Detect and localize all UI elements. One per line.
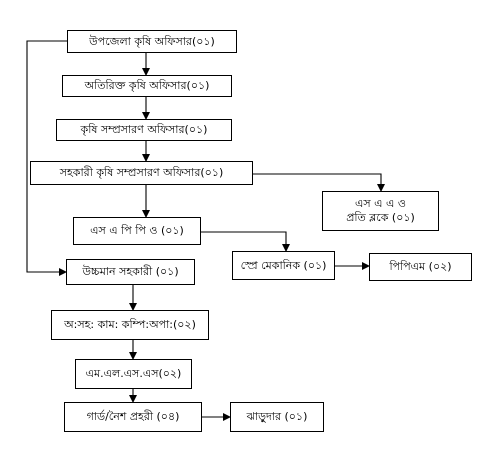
arrow-upazila-to-higher: [26, 40, 67, 276]
node-upazila-agriculture-officer: উপজেলা কৃষি অফিসার(০১): [67, 30, 237, 53]
node-office-assistant: অ:সহ: কাম: কম্পি:অপা:(০২): [51, 310, 209, 340]
arrow-assistant-to-saao: [253, 173, 385, 192]
node-spray-mechanic: স্প্রে মেকানিক (০১): [232, 251, 335, 280]
node-mlss: এম.এল.এস.এস(০২): [75, 359, 192, 389]
node-agriculture-extension-officer: কৃষি সম্প্রসারণ অফিসার(০১): [56, 119, 232, 141]
node-assistant-extension-officer: সহকারী কৃষি সম্প্রসারণ অফিসার(০১): [30, 161, 253, 185]
arrow-sapp-to-spray: [201, 231, 290, 252]
node-higher-assistant: উচ্চমান সহকারী (০১): [66, 259, 195, 285]
saao-title: এস এ এ ও: [355, 197, 406, 210]
node-guard: গার্ড/নৈশ প্রহরী (০৪): [64, 402, 202, 432]
node-pipiem: পিপিএম (০২): [369, 253, 472, 281]
node-sweeper: ঝাড়ুদার (০১): [230, 402, 324, 432]
node-additional-agriculture-officer: অতিরিক্ত কৃষি অফিসার(০১): [62, 75, 232, 97]
node-saao: এস এ এ ও প্রতি ব্লকে (০১): [322, 191, 439, 231]
node-sapp: এস এ পি পি ও (০১): [73, 217, 201, 245]
saao-count: প্রতি ব্লকে (০১): [346, 211, 415, 224]
